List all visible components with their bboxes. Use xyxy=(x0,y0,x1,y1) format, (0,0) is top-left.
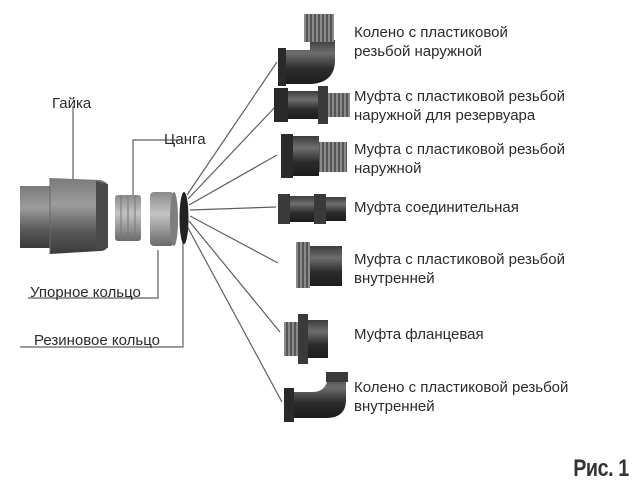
leader-line xyxy=(188,220,281,333)
tank-coupling-icon xyxy=(274,86,350,124)
female-coupling-icon xyxy=(296,242,342,288)
fitting-label-flange: Муфта фланцевая xyxy=(354,325,484,344)
fitting-label-female-coupling: Муфта с пластиковой резьбой внутренней xyxy=(354,250,565,288)
fitting-label-elbow-female: Колено с пластиковой резьбой внутренней xyxy=(354,378,568,416)
nut-part xyxy=(20,178,108,254)
fitting-label-line: наружной для резервуара xyxy=(354,107,536,124)
leader-line xyxy=(186,225,283,403)
flange-coupling-icon xyxy=(284,314,328,364)
leader-line xyxy=(187,104,278,200)
straight-connector-icon xyxy=(278,194,346,224)
figure-caption: Рис. 1 xyxy=(573,455,629,482)
fitting-label-line: внутренней xyxy=(354,270,435,287)
leader-line xyxy=(188,154,278,206)
fitting-label-elbow-male: Колено с пластиковой резьбой наружной xyxy=(354,23,508,61)
fitting-label-line: Колено с пластиковой резьбой xyxy=(354,379,569,396)
leader-line xyxy=(189,206,277,211)
thrust-ring-label: Упорное кольцо xyxy=(30,284,141,301)
leader-line xyxy=(186,61,278,196)
thrust-ring-pointer-line xyxy=(28,250,159,299)
male-coupling-icon xyxy=(281,134,347,178)
fitting-label-line: Колено с пластиковой xyxy=(354,24,508,41)
collet-label: Цанга xyxy=(164,131,206,148)
elbow-fitting-icon xyxy=(284,372,348,422)
fitting-label-line: внутренней xyxy=(354,398,435,415)
fitting-label-line: резьбой наружной xyxy=(354,43,483,60)
fitting-label-line: Муфта с пластиковой резьбой xyxy=(354,141,565,158)
fitting-label-connector: Муфта соединительная xyxy=(354,198,519,217)
nut-label: Гайка xyxy=(52,95,92,112)
fitting-label-line: наружной xyxy=(354,160,422,177)
fitting-label-line: Муфта соединительная xyxy=(354,199,519,216)
leader-line xyxy=(189,215,279,264)
rubber-ring-label: Резиновое кольцо xyxy=(34,332,160,349)
fitting-label-line: Муфта с пластиковой резьбой xyxy=(354,251,565,268)
elbow-fitting-icon xyxy=(278,14,335,86)
thrust-ring-part xyxy=(150,192,178,246)
fitting-label-line: Муфта с пластиковой резьбой xyxy=(354,88,565,105)
rubber-ring-pointer-line xyxy=(20,240,184,348)
leader-lines xyxy=(20,61,283,403)
collet-part xyxy=(115,195,141,241)
fitting-label-male-coupling: Муфта с пластиковой резьбой наружной xyxy=(354,140,565,178)
fitting-label-tank-coupling: Муфта с пластиковой резьбой наружной для… xyxy=(354,87,565,125)
collet-pointer-line xyxy=(132,139,180,205)
rubber-ring-part xyxy=(179,192,189,244)
fitting-label-line: Муфта фланцевая xyxy=(354,326,484,343)
